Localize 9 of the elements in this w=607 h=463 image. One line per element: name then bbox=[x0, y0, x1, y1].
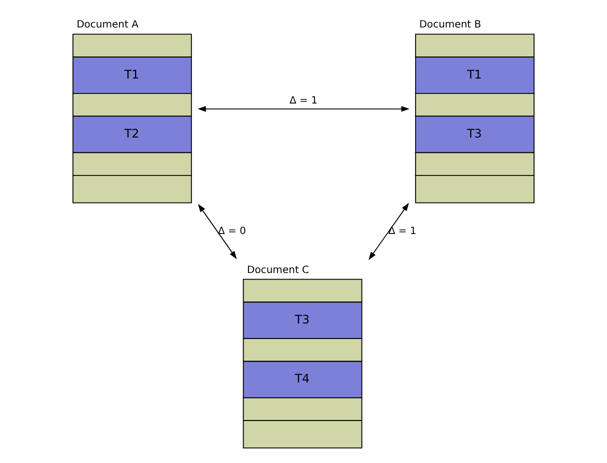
node-label: Document A bbox=[76, 20, 139, 31]
node-label: Document B bbox=[419, 20, 482, 31]
node-label: Document C bbox=[247, 264, 310, 276]
arrow bbox=[198, 204, 237, 260]
edge-label: Δ = 1 bbox=[388, 226, 416, 238]
arrow bbox=[198, 106, 410, 112]
edge-label: Δ = 0 bbox=[218, 226, 246, 238]
edge-label: Δ = 1 bbox=[290, 95, 318, 106]
arrow bbox=[368, 202, 410, 260]
